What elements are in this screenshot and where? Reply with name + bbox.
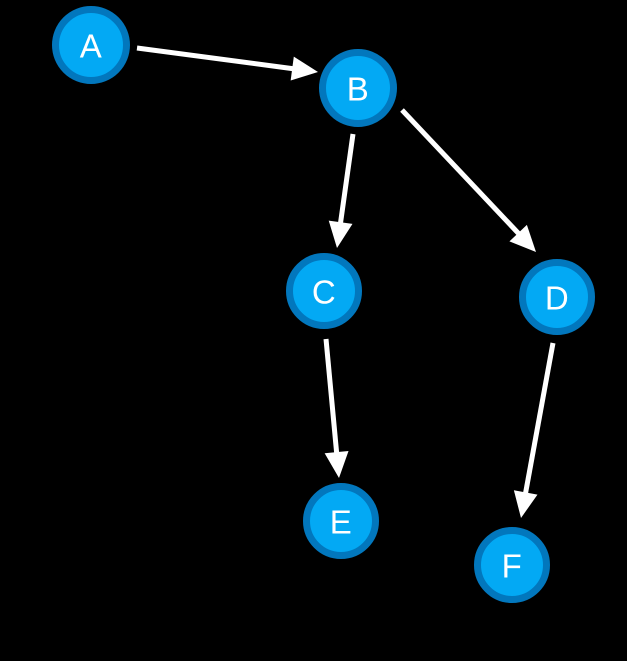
node-a[interactable]: A <box>52 6 130 84</box>
node-label-a: A <box>80 28 103 65</box>
edge-line <box>400 108 523 237</box>
node-circle-a[interactable] <box>52 6 130 84</box>
node-e[interactable]: E <box>303 483 379 559</box>
node-circle-b[interactable] <box>319 49 397 127</box>
node-label-e: E <box>330 504 353 541</box>
edge-d-to-f <box>513 342 556 518</box>
node-c[interactable]: C <box>286 253 362 329</box>
node-circle-f[interactable] <box>474 527 550 603</box>
node-f[interactable]: F <box>474 527 550 603</box>
node-b[interactable]: B <box>319 49 397 127</box>
node-label-f: F <box>502 548 523 585</box>
edge-b-to-c <box>328 133 356 248</box>
node-d[interactable]: D <box>519 259 595 335</box>
edge-arrowhead <box>290 56 318 81</box>
node-label-b: B <box>347 71 370 108</box>
edge-line <box>337 133 356 226</box>
edge-arrowhead <box>324 450 349 478</box>
edge-a-to-b <box>136 45 318 81</box>
edge-arrowhead <box>328 220 353 248</box>
edge-c-to-e <box>323 338 349 478</box>
node-circle-d[interactable] <box>519 259 595 335</box>
edges-group <box>136 45 556 518</box>
edge-line <box>323 338 340 456</box>
node-circle-e[interactable] <box>303 483 379 559</box>
node-circle-c[interactable] <box>286 253 362 329</box>
edge-arrowhead <box>513 490 538 518</box>
node-label-d: D <box>545 280 569 317</box>
node-label-c: C <box>312 274 336 311</box>
edge-line <box>136 45 296 72</box>
edge-b-to-d <box>400 108 536 252</box>
edge-arrowhead <box>509 224 536 252</box>
edge-line <box>522 342 556 496</box>
nodes-group: A B C D E F <box>52 6 595 603</box>
